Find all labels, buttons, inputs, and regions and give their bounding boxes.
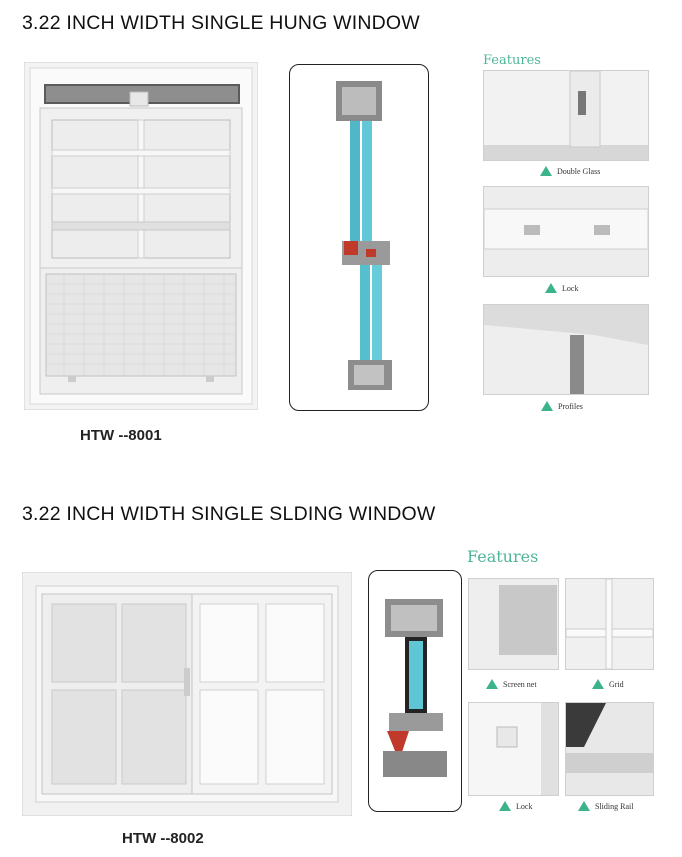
feature-caption-sliding-rail: Sliding Rail [578,801,633,811]
green-triangle-icon [545,283,557,293]
green-triangle-icon [592,679,604,689]
profile-cross-section-image [289,64,429,411]
feature-photo-grid [565,578,654,670]
section1-features-title: Features [483,53,541,68]
feature-caption-lock: Lock [545,283,578,293]
green-triangle-icon [578,801,590,811]
green-triangle-icon [486,679,498,689]
feature-photo-screen-net [468,578,559,670]
model-label-8002: HTW --8002 [122,830,204,847]
green-triangle-icon [540,166,552,176]
feature-photo-lock [483,186,649,277]
green-triangle-icon [541,401,553,411]
section1-heading: 3.22 INCH WIDTH SINGLE HUNG WINDOW [22,12,420,34]
feature-label: Lock [562,283,579,293]
section2-features-title: Features [467,547,539,566]
single-hung-window-image [23,61,259,411]
feature-photo-profiles [483,304,649,395]
feature-caption-double-glass: Double Glass [540,166,600,176]
feature-label: Grid [609,679,624,689]
feature-caption-grid: Grid [592,679,624,689]
single-sliding-window-image [21,571,353,817]
sliding-profile-cross-section-image [368,570,462,812]
feature-label: Profiles [558,401,583,411]
feature-caption-profiles: Profiles [541,401,583,411]
feature-caption-lock-2: Lock [499,801,532,811]
feature-label: Screen net [503,679,537,689]
feature-label: Sliding Rail [595,801,634,811]
feature-photo-sliding-rail [565,702,654,796]
feature-label: Lock [516,801,533,811]
feature-label: Double Glass [557,166,601,176]
feature-photo-lock-2 [468,702,559,796]
section2-heading: 3.22 INCH WIDTH SINGLE SLDING WINDOW [22,503,436,525]
model-label-8001: HTW --8001 [80,427,162,444]
feature-photo-double-glass [483,70,649,161]
green-triangle-icon [499,801,511,811]
feature-caption-screen-net: Screen net [486,679,537,689]
